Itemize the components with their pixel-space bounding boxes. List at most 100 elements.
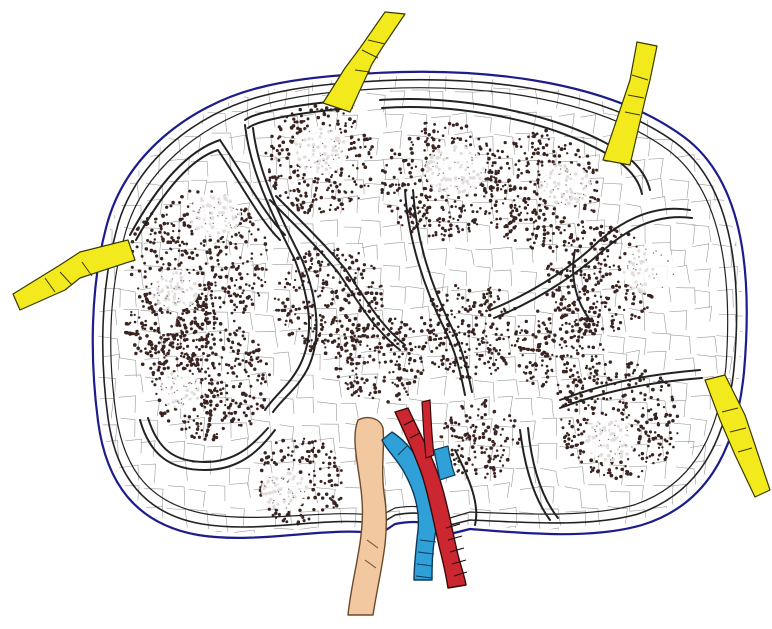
reticular-cell: [714, 68, 729, 88]
lymphocyte-dot: [317, 260, 320, 263]
lymphocyte-dot: [196, 272, 199, 275]
lymphocyte-dot: [555, 245, 558, 248]
lymphocyte-dot: [614, 477, 618, 481]
lymphocyte-dot: [527, 197, 530, 200]
lymphocyte-dot: [493, 455, 497, 459]
lymphocyte-dot: [650, 418, 653, 421]
lymphocyte-dot: [170, 325, 173, 328]
lymphocyte-dot: [639, 425, 643, 429]
lymphocyte-dot: [364, 166, 367, 169]
lymphocyte-dot: [339, 174, 342, 177]
lymphocyte-dot: [595, 460, 598, 463]
lymphocyte-dot: [217, 263, 220, 266]
lymphocyte-dot: [553, 207, 556, 210]
lymphocyte-dot: [203, 438, 206, 441]
lymphocyte-dot: [466, 299, 469, 302]
lymphocyte-dot: [455, 206, 457, 208]
lymphocyte-dot: [388, 371, 390, 373]
lymphocyte-dot: [618, 306, 621, 309]
lymphocyte-dot: [284, 305, 287, 308]
lymphocyte-dot: [220, 381, 223, 384]
lymphocyte-dot: [385, 164, 388, 167]
lymphocyte-dot: [166, 333, 170, 337]
lymphocyte-dot: [225, 363, 228, 366]
lymphocyte-dot: [204, 313, 207, 316]
lymphocyte-dot: [352, 177, 355, 180]
lymphocyte-dot: [486, 473, 489, 476]
lymphocyte-dot: [582, 384, 584, 386]
lymphocyte-dot: [541, 384, 544, 387]
lymphocyte-dot: [518, 364, 522, 368]
lymphocyte-dot: [499, 217, 502, 220]
germinal-cell: [442, 189, 443, 190]
lymphocyte-dot: [249, 422, 252, 425]
lymphocyte-dot: [434, 198, 437, 201]
lymphocyte-dot: [231, 420, 234, 423]
lymphocyte-dot: [300, 203, 303, 206]
lymphocyte-dot: [266, 461, 269, 464]
lymphocyte-dot: [134, 314, 136, 316]
lymphocyte-dot: [595, 381, 598, 384]
lymphocyte-dot: [478, 310, 482, 314]
germinal-cell: [614, 435, 615, 436]
lymphocyte-dot: [583, 332, 587, 336]
lymphocyte-dot: [542, 240, 545, 243]
lymphocyte-dot: [275, 441, 278, 444]
lymphocyte-dot: [646, 306, 649, 309]
lymphocyte-dot: [467, 223, 470, 226]
lymphocyte-dot: [533, 190, 536, 193]
lymphocyte-dot: [203, 399, 205, 401]
lymphocyte-dot: [426, 143, 430, 147]
lymphocyte-dot: [531, 156, 533, 158]
lymphocyte-dot: [229, 242, 232, 245]
lymphocyte-dot: [251, 287, 254, 290]
lymphocyte-dot: [313, 483, 316, 486]
lymphocyte-dot: [605, 381, 608, 384]
lymphocyte-dot: [401, 224, 403, 226]
lymphocyte-dot: [497, 297, 500, 300]
lymphocyte-dot: [600, 263, 603, 266]
lymphocyte-dot: [234, 233, 237, 236]
lymphocyte-dot: [570, 279, 573, 282]
lymphocyte-dot: [344, 259, 347, 262]
lymphocyte-dot: [141, 255, 144, 258]
lymphocyte-dot: [321, 290, 324, 293]
lymphocyte-dot: [246, 406, 250, 410]
lymphocyte-dot: [582, 288, 585, 291]
lymphocyte-dot: [615, 467, 618, 470]
lymphocyte-dot: [558, 146, 560, 148]
lymphocyte-dot: [504, 189, 507, 192]
lymphocyte-dot: [458, 215, 462, 219]
lymphocyte-dot: [531, 211, 535, 215]
lymphocyte-dot: [601, 412, 604, 415]
germinal-cell: [656, 274, 657, 275]
lymphocyte-dot: [545, 207, 548, 210]
lymphocyte-dot: [528, 171, 531, 174]
lymphocyte-dot: [344, 130, 347, 133]
lymphocyte-dot: [598, 270, 601, 273]
lymphocyte-dot: [615, 375, 618, 378]
lymphocyte-dot: [138, 295, 142, 299]
lymphocyte-dot: [576, 149, 580, 153]
lymphocyte-dot: [461, 471, 464, 474]
lymphocyte-dot: [302, 440, 304, 442]
lymphocyte-dot: [602, 348, 604, 350]
lymphocyte-dot: [152, 241, 155, 244]
lymphocyte-dot: [574, 153, 577, 156]
lymphocyte-dot: [309, 205, 313, 209]
lymphocyte-dot: [149, 327, 153, 331]
lymphocyte-dot: [489, 199, 493, 203]
germinal-cell: [619, 441, 620, 442]
lymphocyte-dot: [565, 446, 568, 449]
lymphocyte-dot: [530, 377, 533, 380]
lymphocyte-dot: [354, 317, 358, 321]
lymphocyte-dot: [427, 199, 429, 201]
lymphocyte-dot: [155, 218, 158, 221]
lymphocyte-dot: [401, 182, 404, 185]
lymphocyte-dot: [635, 245, 637, 247]
lymphocyte-dot: [562, 370, 566, 374]
lymphocyte-dot: [280, 458, 283, 461]
lymphocyte-dot: [597, 398, 599, 400]
lymphocyte-dot: [154, 351, 157, 354]
lymphocyte-dot: [530, 348, 533, 351]
